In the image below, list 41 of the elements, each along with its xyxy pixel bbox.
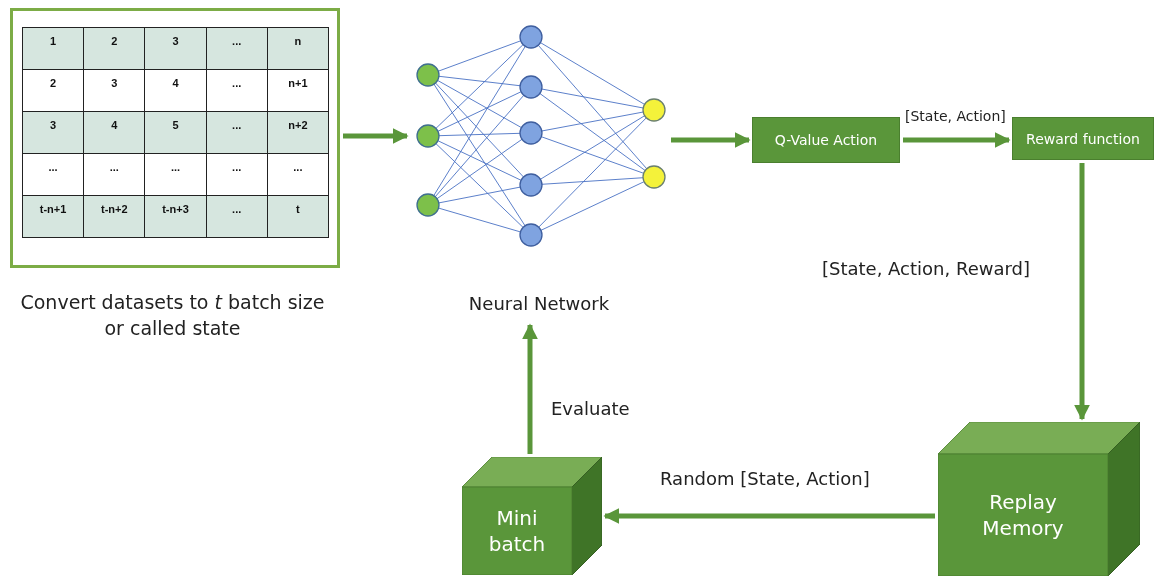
table-cell: 2: [23, 70, 85, 112]
arrow: [522, 323, 538, 454]
table-cell: n: [267, 28, 329, 70]
arrow: [903, 132, 1011, 148]
arrow: [603, 508, 935, 524]
table-cell: t: [267, 196, 329, 238]
table-cell: ...: [23, 154, 85, 196]
table-cell: 5: [145, 112, 207, 154]
table-cell: ...: [206, 154, 268, 196]
table-cell: 2: [84, 28, 146, 70]
process-box: Q-Value Action: [752, 117, 900, 163]
node-label: Convert datasets to t batch size or called state: [20, 290, 325, 341]
table-cell: ...: [206, 112, 268, 154]
table-cell: t-n+3: [145, 196, 207, 238]
edge-label: [State, Action]: [905, 108, 1006, 124]
table-cell: 1: [23, 28, 85, 70]
arrow: [671, 132, 751, 148]
table-cell: ...: [206, 70, 268, 112]
edge-label: [State, Action, Reward]: [822, 258, 1030, 279]
edge-label: Random [State, Action]: [660, 468, 870, 489]
cube-label: Mini batch: [487, 505, 547, 558]
table-frame: [10, 8, 340, 268]
table-cell: 3: [145, 28, 207, 70]
arrow: [343, 128, 409, 144]
table-cell: 3: [84, 70, 146, 112]
table-cell: t-n+2: [84, 196, 146, 238]
table-cell: 4: [84, 112, 146, 154]
table-cell: ...: [206, 28, 268, 70]
node-label: Neural Network: [467, 292, 611, 316]
table-cell: ...: [84, 154, 146, 196]
arrow: [1074, 163, 1090, 421]
table-cell: ...: [206, 196, 268, 238]
table-cell: t-n+1: [23, 196, 85, 238]
table-cell: 4: [145, 70, 207, 112]
table-cell: ...: [145, 154, 207, 196]
cube-label: Replay Memory: [981, 489, 1065, 542]
table-cell: 3: [23, 112, 85, 154]
process-box: Reward function: [1012, 117, 1154, 160]
table-cell: n+1: [267, 70, 329, 112]
table-cell: n+2: [267, 112, 329, 154]
table-cell: ...: [267, 154, 329, 196]
